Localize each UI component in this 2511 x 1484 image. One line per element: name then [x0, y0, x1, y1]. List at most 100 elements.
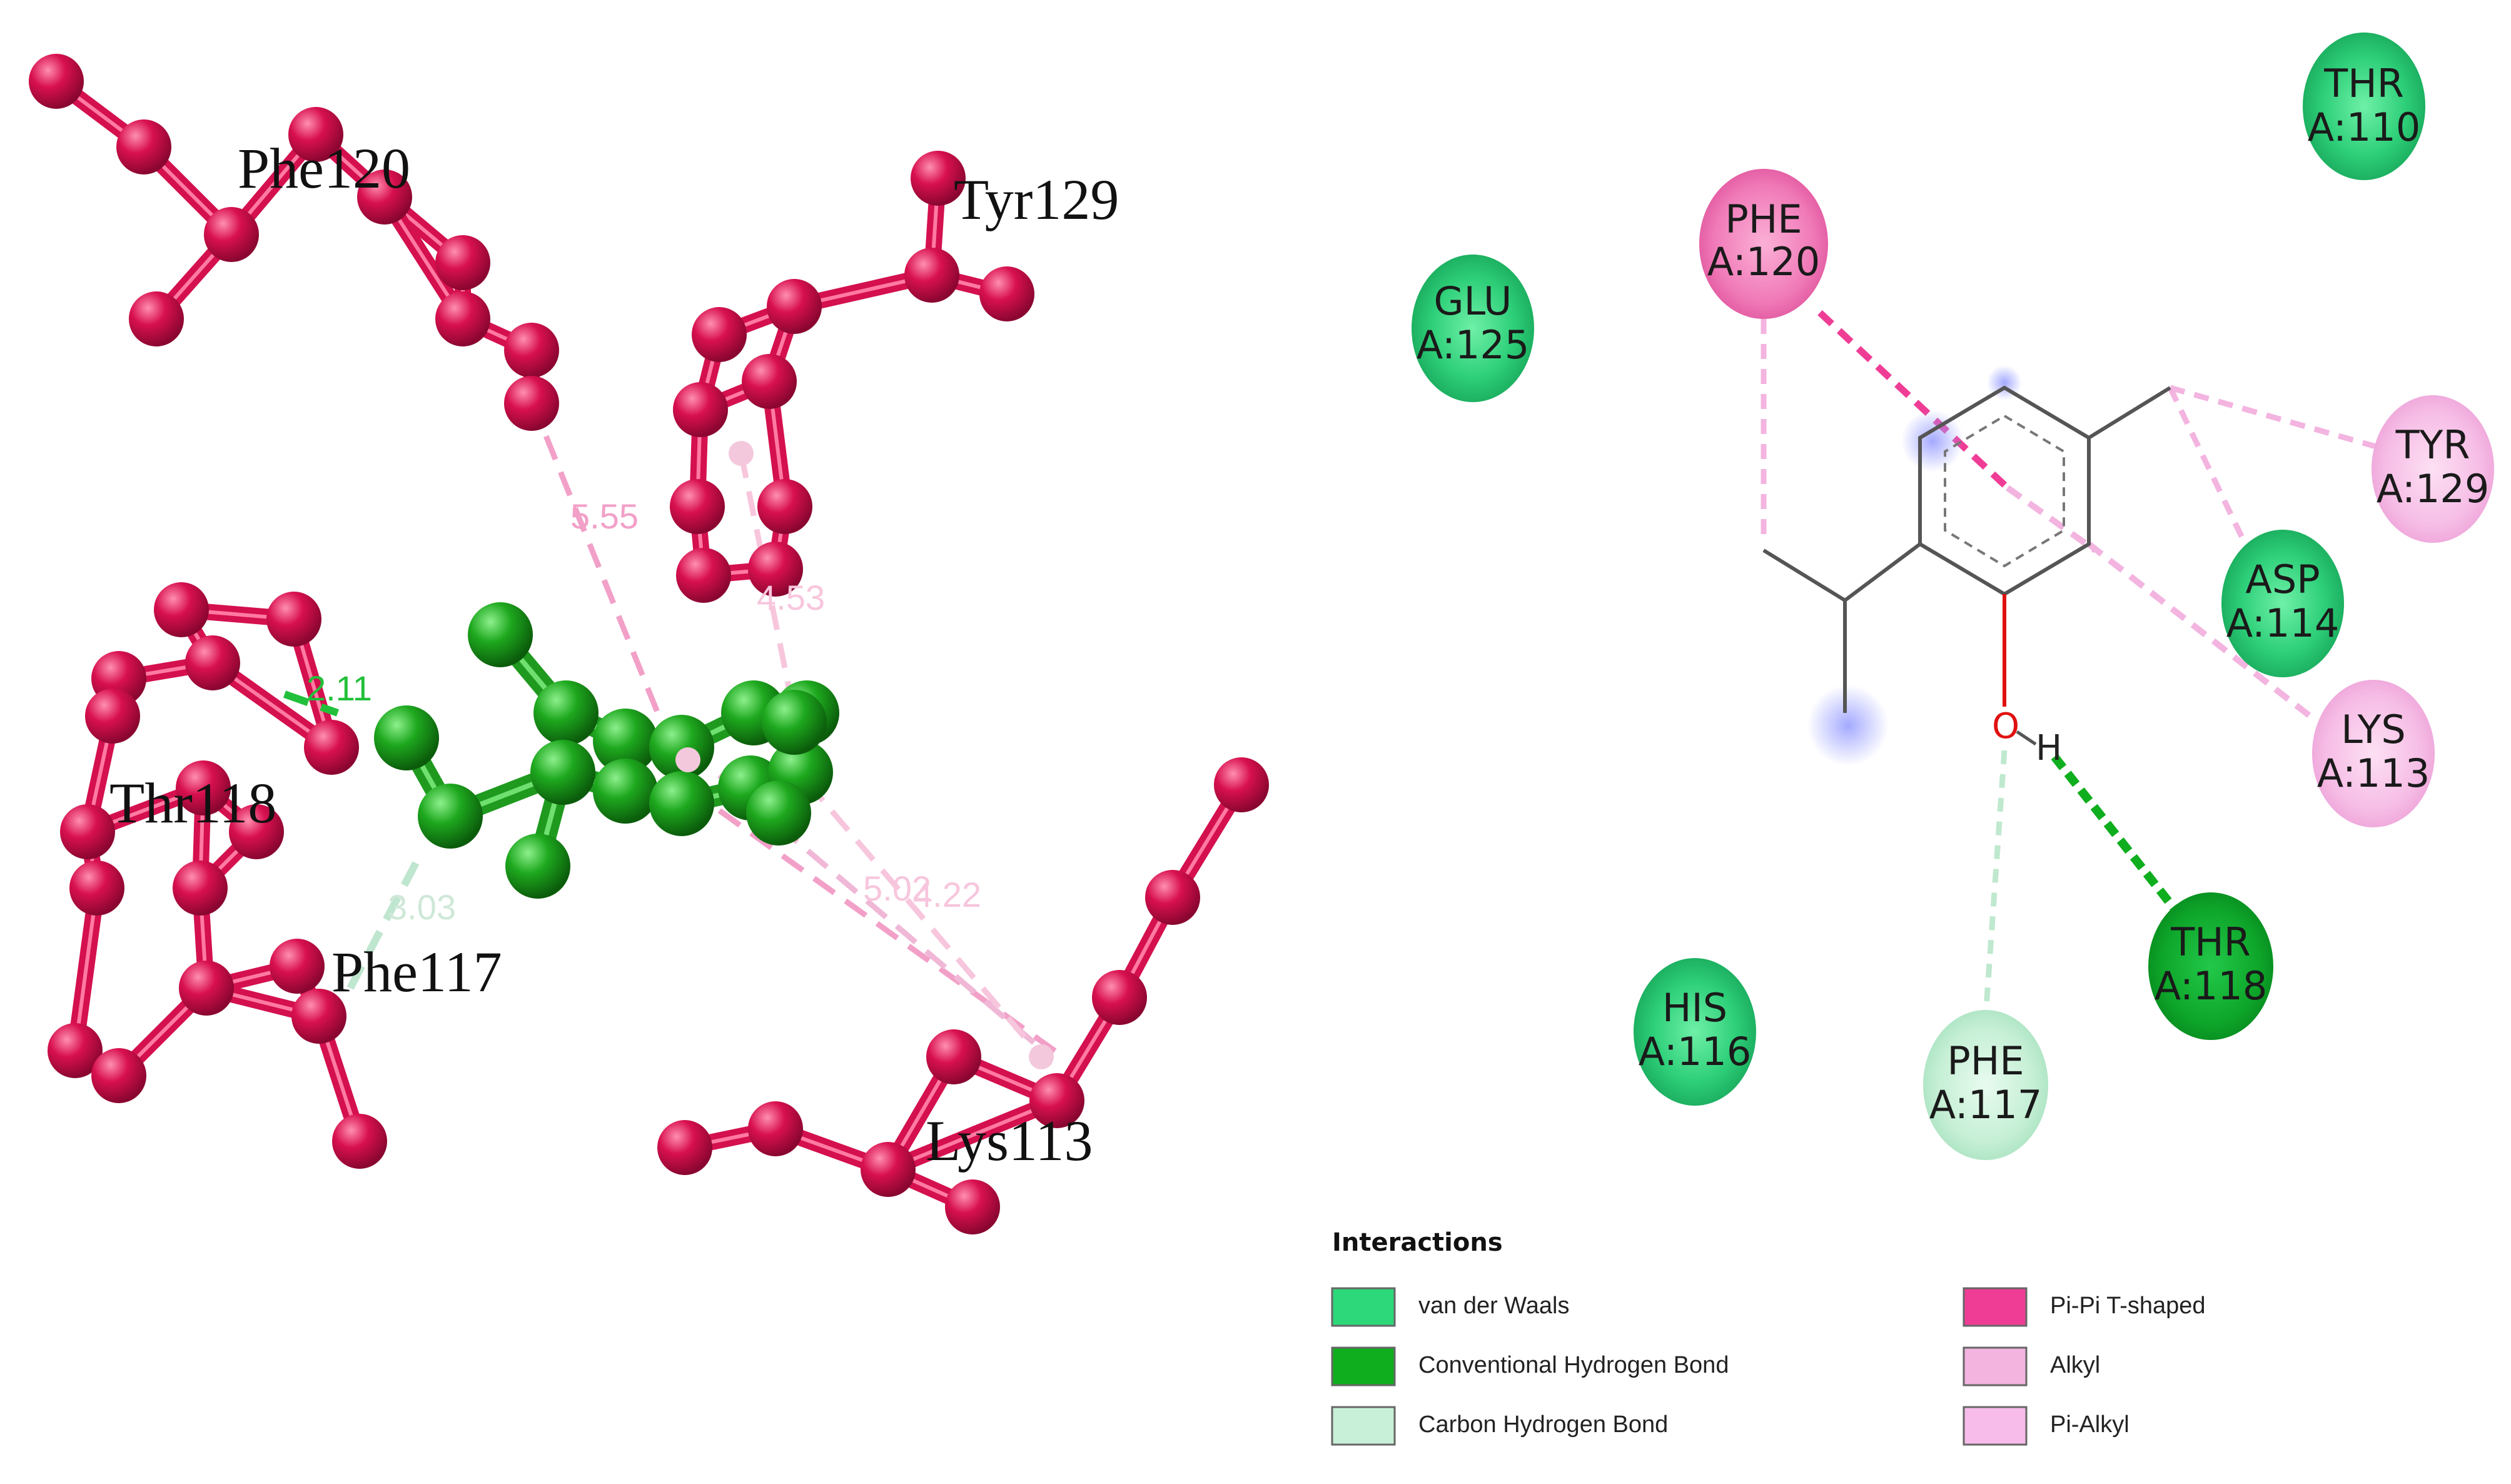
protein-atom — [767, 279, 822, 334]
ligand-atom — [530, 740, 595, 805]
protein-atom — [861, 1142, 916, 1197]
protein-atom — [435, 235, 490, 290]
residue-node-lys113[interactable]: LYS A:113 — [2312, 680, 2435, 827]
residue-label-phe117: Phe117 — [331, 940, 502, 1004]
residue-node-phe120[interactable]: PHE A:120 — [1699, 169, 1828, 319]
protein-atom — [91, 1048, 146, 1103]
svg-text:A:113: A:113 — [2317, 750, 2430, 796]
svg-text:THR: THR — [2323, 61, 2404, 106]
protein-atom — [60, 804, 115, 859]
residue-nodes: THR A:110 PHE A:120 GLU A:125 TYR A:129 … — [1412, 33, 2494, 1160]
oxygen-atom-label: O — [1992, 706, 2019, 747]
centroid-marker — [729, 441, 754, 466]
distance-label: 4.53 — [757, 578, 825, 617]
svg-text:A:114: A:114 — [2226, 600, 2340, 646]
svg-text:A:116: A:116 — [1639, 1029, 1752, 1074]
distance-label: 3.03 — [388, 887, 456, 927]
protein-atom — [757, 479, 812, 534]
interaction-dashes — [283, 399, 1065, 1059]
protein-atoms — [29, 54, 1269, 1234]
protein-atom — [1029, 1073, 1084, 1128]
protein-atom — [291, 989, 346, 1044]
protein-atom — [945, 1179, 1000, 1234]
svg-text:van der Waals: van der Waals — [1418, 1293, 1569, 1319]
residue-node-thr118[interactable]: THR A:118 — [2148, 892, 2273, 1040]
ligand-atom — [505, 834, 570, 899]
svg-text:LYS: LYS — [2341, 707, 2406, 752]
legend-item-vdw: van der Waals — [1331, 1287, 1569, 1327]
legend-item-pialkyl: Pi-Alkyl — [1963, 1406, 2130, 1446]
svg-text:A:117: A:117 — [1929, 1082, 2043, 1128]
svg-text:Pi-Pi T-shaped: Pi-Pi T-shaped — [2050, 1293, 2206, 1319]
protein-atom — [670, 479, 725, 534]
protein-atom — [911, 151, 966, 206]
protein-atom — [304, 720, 359, 775]
distance-label: 2.11 — [306, 669, 372, 708]
protein-atom — [179, 961, 234, 1016]
protein-atom — [742, 354, 797, 409]
ligand-atoms — [374, 602, 839, 899]
ligand-atom — [374, 705, 439, 770]
interaction-2d-lines — [1761, 310, 2390, 1017]
protein-atom — [266, 592, 321, 647]
svg-text:PHE: PHE — [1947, 1038, 2024, 1084]
protein-atom — [504, 376, 559, 431]
protein-atom — [129, 291, 184, 346]
svg-text:Carbon Hydrogen Bond: Carbon Hydrogen Bond — [1418, 1411, 1668, 1438]
residue-node-thr110[interactable]: THR A:110 — [2303, 33, 2425, 180]
residue-label-lys113: Lys113 — [926, 1109, 1093, 1173]
protein-atom — [748, 1101, 803, 1156]
protein-atom — [288, 107, 343, 162]
svg-text:A:118: A:118 — [2155, 963, 2268, 1009]
protein-atom — [657, 1120, 712, 1175]
protein-atom — [435, 291, 490, 346]
residue-node-tyr129[interactable]: TYR A:129 — [2372, 395, 2494, 543]
distance-label: 5.55 — [570, 497, 639, 536]
protein-atom — [176, 760, 231, 815]
protein-atom — [504, 323, 559, 378]
protein-atom — [69, 861, 124, 916]
protein-atom — [979, 266, 1034, 321]
residue-node-his116[interactable]: HIS A:116 — [1634, 958, 1756, 1106]
legend-item-hbond: Conventional Hydrogen Bond — [1331, 1346, 1729, 1386]
ligand-atom — [418, 784, 483, 849]
svg-text:A:129: A:129 — [2377, 466, 2490, 512]
distance-label: 5.02 — [863, 869, 931, 908]
residue-node-asp114[interactable]: ASP A:114 — [2221, 530, 2344, 677]
residue-label-phe120: Phe120 — [238, 136, 410, 200]
svg-text:PHE: PHE — [1725, 196, 1802, 242]
ligand-atom — [593, 709, 658, 774]
residue-label-thr118: Thr118 — [109, 771, 276, 835]
protein-atom — [692, 307, 747, 362]
protein-atom — [154, 582, 209, 637]
protein-atom — [926, 1029, 981, 1084]
svg-text:THR: THR — [2170, 919, 2251, 965]
protein-atom — [29, 54, 84, 109]
protein-atom — [748, 542, 803, 597]
svg-text:TYR: TYR — [2395, 422, 2470, 468]
protein-atom — [270, 939, 325, 994]
protein-atom — [204, 207, 259, 262]
protein-atom — [48, 1023, 103, 1078]
svg-text:GLU: GLU — [1434, 278, 1512, 324]
protein-atom — [185, 635, 240, 690]
ligand-atom — [746, 780, 811, 845]
protein-atom — [332, 1114, 387, 1169]
protein-atom — [676, 548, 731, 603]
protein-atom — [229, 804, 284, 859]
ligand-atom — [593, 759, 658, 824]
ligand-atom — [533, 680, 599, 745]
legend-item-chbond: Carbon Hydrogen Bond — [1331, 1406, 1668, 1446]
svg-text:Conventional Hydrogen Bond: Conventional Hydrogen Bond — [1418, 1352, 1729, 1378]
protein-atom — [173, 861, 228, 916]
ligand-atom — [468, 602, 533, 667]
protein-atom — [1092, 970, 1147, 1025]
svg-text:Alkyl: Alkyl — [2050, 1352, 2100, 1378]
svg-text:Pi-Alkyl: Pi-Alkyl — [2050, 1411, 2130, 1438]
protein-atom — [357, 169, 412, 225]
ligand-2d-skeleton — [1762, 365, 2171, 766]
svg-text:A:120: A:120 — [1707, 239, 1821, 285]
legend-title: Interactions — [1332, 1228, 1503, 1257]
residue-node-glu125[interactable]: GLU A:125 — [1412, 255, 1534, 402]
residue-node-phe117[interactable]: PHE A:117 — [1923, 1010, 2048, 1160]
